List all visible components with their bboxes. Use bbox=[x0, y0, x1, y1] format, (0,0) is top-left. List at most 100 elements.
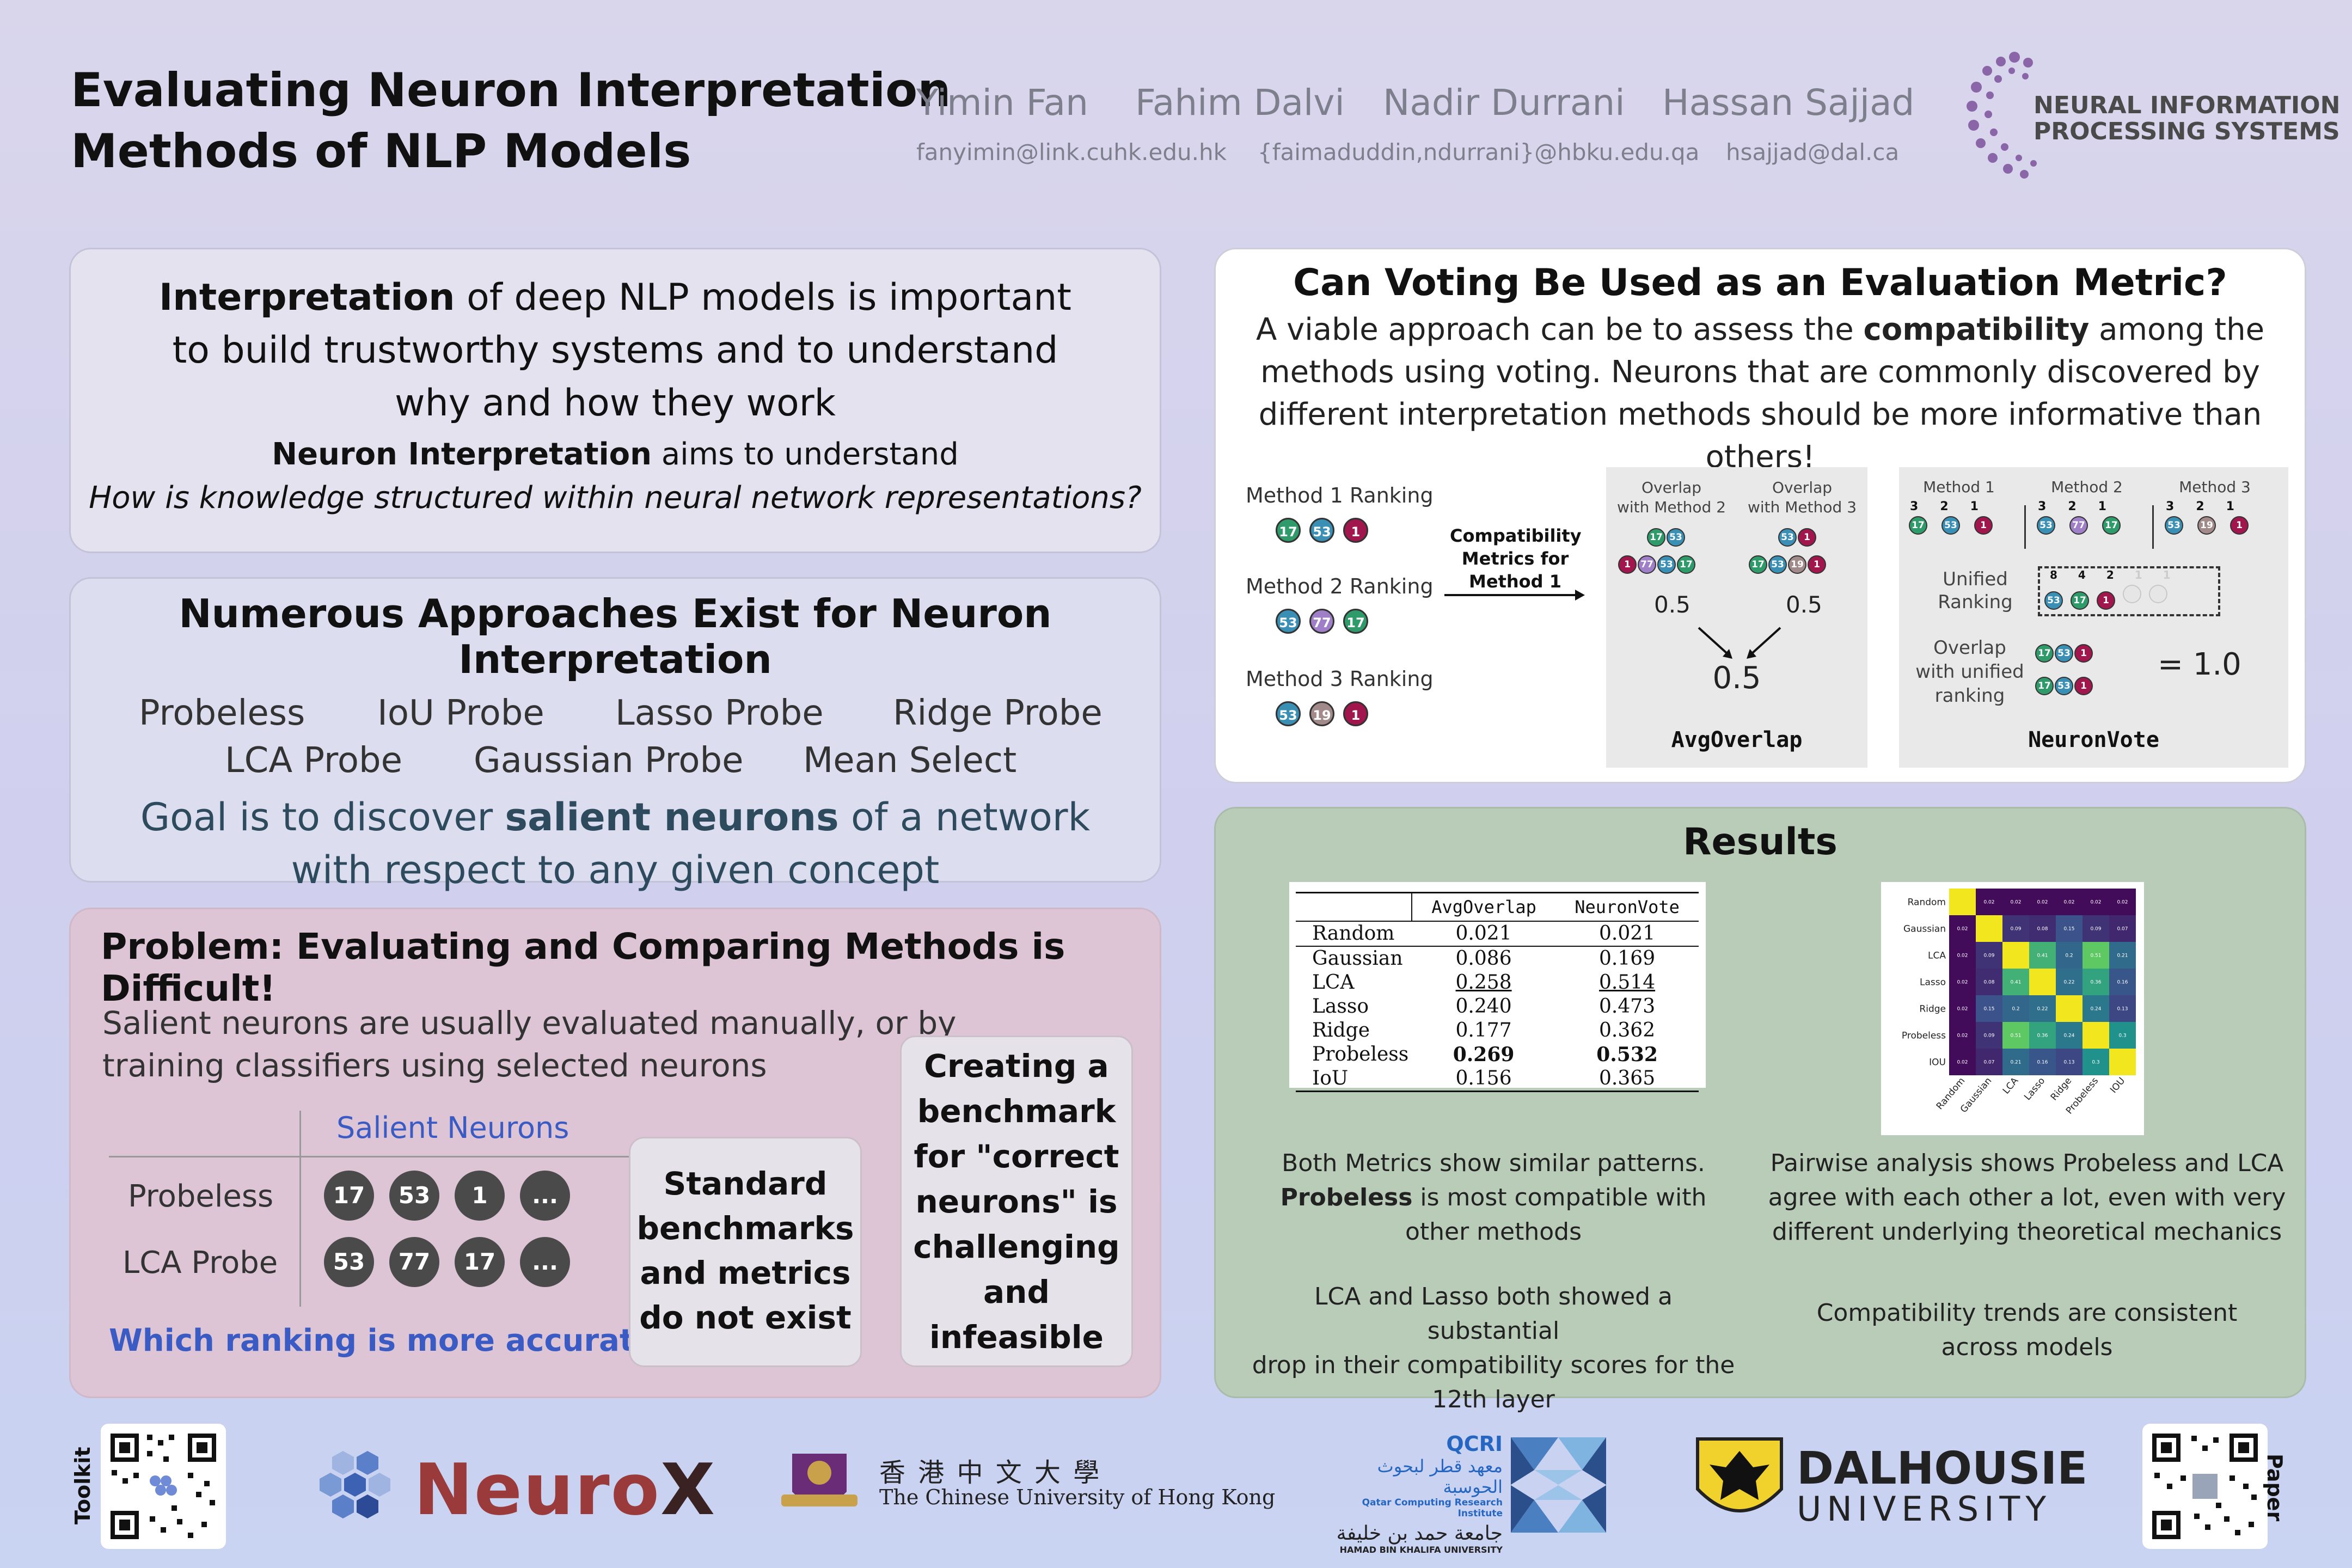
row-label: Probeless bbox=[128, 1179, 274, 1214]
neuron-circle: 77 bbox=[389, 1237, 439, 1287]
salient-neurons-header: Salient Neurons bbox=[336, 1111, 569, 1145]
neuron-circle: 1 bbox=[455, 1171, 505, 1221]
heatmap-value-label: 0.02 bbox=[2117, 900, 2128, 905]
merge-arrows-icon bbox=[1698, 627, 1781, 659]
neuron-interp-bold: Neuron Interpretation bbox=[272, 437, 652, 472]
heatmap-cell bbox=[2082, 942, 2109, 969]
heatmap-value-label: 0.02 bbox=[2010, 900, 2021, 905]
neuron-circle: ... bbox=[520, 1171, 570, 1221]
cuhk-english-name: The Chinese University of Hong Kong bbox=[879, 1485, 1276, 1509]
table-divider bbox=[109, 1156, 659, 1157]
heatmap-value-label: 0.16 bbox=[2037, 1060, 2048, 1065]
neuron-circle: 53 bbox=[2055, 677, 2073, 695]
heatmap-cell bbox=[2029, 1022, 2056, 1049]
heatmap-row-label: Lasso bbox=[1920, 977, 1946, 988]
ranking-label: Method 3 Ranking bbox=[1246, 667, 1434, 691]
table-cell: 0.240 bbox=[1455, 995, 1512, 1018]
vote-weights: 321 bbox=[2038, 500, 2128, 513]
neuron-circle: 77 bbox=[1638, 555, 1656, 574]
table-row: IoU 0.156 0.365 bbox=[1296, 1067, 1699, 1092]
unified-weights: 84211 bbox=[2050, 568, 2191, 581]
heatmap-value-label: 0.02 bbox=[1957, 1007, 1968, 1012]
table-cell: Lasso bbox=[1312, 995, 1369, 1018]
hbku-pattern-icon bbox=[1511, 1437, 1606, 1533]
neuron-circle: 1 bbox=[2097, 591, 2115, 610]
heatmap-cell bbox=[2056, 915, 2082, 942]
heatmap-cell bbox=[2029, 995, 2056, 1022]
box-line: for "correct bbox=[914, 1138, 1119, 1175]
heatmap-cell bbox=[2109, 1049, 2136, 1075]
heatmap-cell bbox=[2002, 1049, 2029, 1075]
neuron-circle: 17 bbox=[1749, 555, 1767, 574]
heatmap-col-label: IOU bbox=[2108, 1075, 2127, 1095]
table-cell: IoU bbox=[1312, 1067, 1349, 1089]
heatmap-row-label: Ridge bbox=[1919, 1004, 1946, 1015]
hbku-english: HAMAD BIN KHALIFA UNIVERSITY bbox=[1339, 1545, 1503, 1555]
table-cell: 0.514 bbox=[1599, 971, 1656, 994]
cuhk-chinese-name: 香 港 中 文 大 學 bbox=[879, 1457, 1102, 1488]
neuron-circle: 17 bbox=[1677, 555, 1695, 574]
overlap-label-line: with Method 2 bbox=[1616, 498, 1726, 516]
heatmap-value-label: 0.07 bbox=[2117, 927, 2128, 932]
vote-divider bbox=[2152, 505, 2154, 549]
neuron-circle: 1 bbox=[2074, 644, 2093, 663]
problem-question: Which ranking is more accurate? bbox=[109, 1323, 673, 1358]
heatmap-row-label: LCA bbox=[1928, 951, 1946, 961]
paper-qr-icon[interactable] bbox=[2142, 1424, 2268, 1549]
box-line: and bbox=[983, 1273, 1050, 1310]
problem-desc: Salient neurons are usually evaluated ma… bbox=[102, 1002, 956, 1087]
neuron-interp-text: Neuron Interpretation aims to understand… bbox=[71, 433, 1160, 520]
avgoverlap-box: Overlap with Method 2 Overlap with Metho… bbox=[1606, 467, 1867, 768]
table-cell: 0.086 bbox=[1455, 947, 1512, 970]
unified-overlap-line: ranking bbox=[1934, 685, 2005, 707]
results-text-3: LCA and Lasso both showed a substantial … bbox=[1248, 1279, 1738, 1417]
problem-title: Problem: Evaluating and Comparing Method… bbox=[101, 926, 1065, 1009]
table-cell: 0.021 bbox=[1455, 922, 1512, 945]
row-label: LCA Probe bbox=[122, 1245, 278, 1281]
approach-item: Ridge Probe bbox=[893, 693, 1102, 733]
table-row: Lasso 0.240 0.473 bbox=[1296, 995, 1699, 1019]
neuron-circle: 53 bbox=[2044, 591, 2063, 610]
vote-divider bbox=[2024, 505, 2026, 549]
dalhousie-crest-icon bbox=[1696, 1437, 1783, 1512]
neuronvote-box: Method 1 Method 2 Method 3 321 321 321 1… bbox=[1899, 467, 2288, 768]
table-cell: 0.532 bbox=[1596, 1043, 1658, 1066]
goal-bold: salient neurons bbox=[505, 795, 839, 840]
intro-panel: Interpretation of deep NLP models is imp… bbox=[69, 248, 1161, 553]
conference-name: NEURAL INFORMATION PROCESSING SYSTEMS bbox=[2033, 93, 2340, 145]
heatmap-value-label: 0.15 bbox=[2063, 927, 2074, 932]
heatmap-cell bbox=[1976, 995, 2002, 1022]
compat-line: Method 1 bbox=[1469, 571, 1561, 592]
neuron-circle: 53 bbox=[324, 1237, 374, 1287]
vote-weight: 1 bbox=[2098, 500, 2128, 513]
heatmap-value-label: 0.15 bbox=[1983, 1007, 1994, 1012]
ranking-label: Method 1 Ranking bbox=[1246, 483, 1434, 507]
table-cell: 0.365 bbox=[1599, 1067, 1656, 1089]
table-row: LCA 0.258 0.514 bbox=[1296, 971, 1699, 995]
table-cell: 0.177 bbox=[1455, 1019, 1512, 1042]
neurox-logo: NeuroX bbox=[414, 1448, 716, 1531]
approaches-title: Numerous Approaches Exist for Neuron Int… bbox=[179, 591, 1052, 682]
voting-desc: A viable approach can be to assess the c… bbox=[1216, 309, 2305, 479]
neuron-circle: 1 bbox=[1343, 518, 1368, 543]
neuron-circle: 77 bbox=[2069, 516, 2088, 535]
heatmap-value-label: 0.41 bbox=[2037, 953, 2048, 959]
vote-weight: 1 bbox=[1970, 500, 2000, 513]
problem-desc-line-2: training classifiers using selected neur… bbox=[102, 1047, 767, 1084]
results-text-1: Both Metrics show similar patterns. Prob… bbox=[1248, 1146, 1738, 1249]
table-cell: Gaussian bbox=[1312, 947, 1403, 970]
dalhousie-university: UNIVERSITY bbox=[1797, 1489, 2052, 1529]
neuron-circle: 53 bbox=[2165, 516, 2183, 535]
table-row: Ridge 0.177 0.362 bbox=[1296, 1019, 1699, 1043]
problem-desc-line-1: Salient neurons are usually evaluated ma… bbox=[102, 1004, 957, 1042]
heatmap-value-label: 0.3 bbox=[2118, 1033, 2126, 1039]
heatmap-cell bbox=[2002, 995, 2029, 1022]
heatmap-value-label: 0.02 bbox=[1957, 927, 1968, 932]
toolkit-qr-icon[interactable] bbox=[101, 1424, 226, 1549]
neuronvote-result: = 1.0 bbox=[2158, 647, 2241, 682]
vote-weight: 2 bbox=[2068, 500, 2098, 513]
neuron-circle: 17 bbox=[1647, 528, 1665, 547]
